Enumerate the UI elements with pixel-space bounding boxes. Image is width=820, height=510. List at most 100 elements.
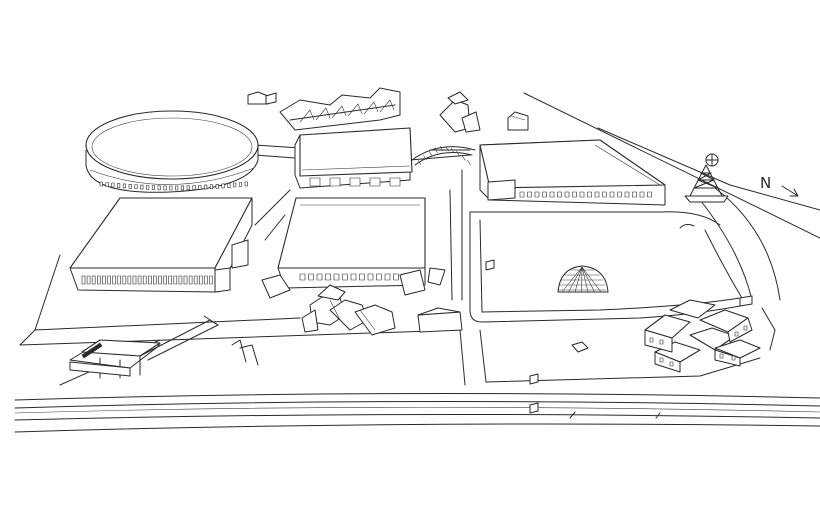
window	[199, 276, 202, 284]
window	[670, 362, 673, 366]
sculptural-museum	[302, 285, 462, 335]
window	[102, 276, 105, 284]
arched-shed	[508, 112, 528, 130]
north-arrow-icon	[782, 186, 798, 196]
window	[595, 192, 599, 197]
arena-window	[181, 186, 184, 190]
truss-member	[418, 160, 421, 165]
window	[735, 332, 738, 336]
truss-member	[462, 155, 465, 160]
window	[732, 356, 735, 360]
window	[648, 192, 652, 197]
arena-window	[106, 183, 109, 187]
window	[153, 276, 156, 284]
window	[210, 276, 213, 284]
window	[309, 274, 314, 280]
arena-window	[199, 185, 202, 189]
truss-member	[424, 155, 427, 160]
window	[92, 276, 95, 284]
window	[650, 338, 653, 342]
window	[394, 274, 399, 280]
window	[128, 276, 131, 284]
arena-window	[222, 184, 225, 188]
window	[565, 192, 569, 197]
arena-window	[129, 184, 132, 188]
window	[368, 274, 373, 280]
roof-ridge	[364, 102, 378, 114]
window	[625, 192, 629, 197]
window	[660, 358, 663, 362]
window	[377, 274, 382, 280]
window	[603, 192, 607, 197]
arena-window	[210, 185, 213, 189]
east-hall	[480, 140, 665, 205]
window	[194, 276, 197, 284]
arena-window	[193, 186, 196, 190]
window	[580, 192, 584, 197]
arena-window	[239, 183, 242, 187]
window	[97, 276, 100, 284]
arena-window	[164, 186, 167, 190]
loading-bay	[370, 178, 380, 186]
window	[118, 276, 121, 284]
small-kiosks	[486, 224, 752, 413]
window	[351, 274, 356, 280]
arena-window	[117, 183, 120, 187]
window	[660, 340, 663, 344]
window	[633, 192, 637, 197]
truss-member	[429, 151, 432, 156]
arena-window	[123, 184, 126, 188]
roof-ridge	[332, 106, 346, 118]
dome-rib	[575, 267, 582, 292]
window	[543, 192, 547, 197]
window	[520, 192, 524, 197]
window	[169, 276, 172, 284]
geodesic-dome	[558, 266, 608, 292]
window	[108, 276, 111, 284]
arena-window	[216, 184, 219, 188]
roof-ridge	[348, 104, 362, 116]
window	[184, 276, 187, 284]
arena-window	[228, 183, 231, 187]
truss-member	[457, 151, 460, 156]
dome-rib	[582, 267, 601, 292]
west-factory	[70, 198, 252, 292]
window	[535, 192, 539, 197]
window	[138, 276, 141, 284]
roof-ridge	[380, 100, 394, 112]
arena-window	[135, 185, 138, 189]
truss-member	[446, 146, 449, 151]
dome-rib	[569, 267, 583, 292]
window	[87, 276, 90, 284]
window	[326, 274, 331, 280]
loading-bay	[330, 178, 340, 186]
loading-bay	[390, 178, 400, 186]
window	[204, 276, 207, 284]
window	[159, 276, 162, 284]
window	[164, 276, 167, 284]
arena-window	[158, 186, 161, 190]
arena-window	[175, 186, 178, 190]
window	[618, 192, 622, 197]
arena-window	[152, 186, 155, 190]
window	[334, 274, 339, 280]
clustered-pavilions	[645, 300, 760, 372]
window	[143, 276, 146, 284]
window	[573, 192, 577, 197]
arena-window	[187, 186, 190, 190]
window	[317, 274, 322, 280]
window	[360, 274, 365, 280]
window	[550, 192, 554, 197]
folded-pavilion	[440, 92, 480, 132]
window	[588, 192, 592, 197]
window	[133, 276, 136, 284]
window	[720, 354, 723, 358]
loading-bay	[350, 178, 360, 186]
truss-member	[435, 148, 438, 153]
lattice-tower	[685, 154, 728, 202]
north-hall	[248, 88, 475, 188]
truss-member	[440, 146, 443, 151]
window	[123, 276, 126, 284]
window	[558, 192, 562, 197]
